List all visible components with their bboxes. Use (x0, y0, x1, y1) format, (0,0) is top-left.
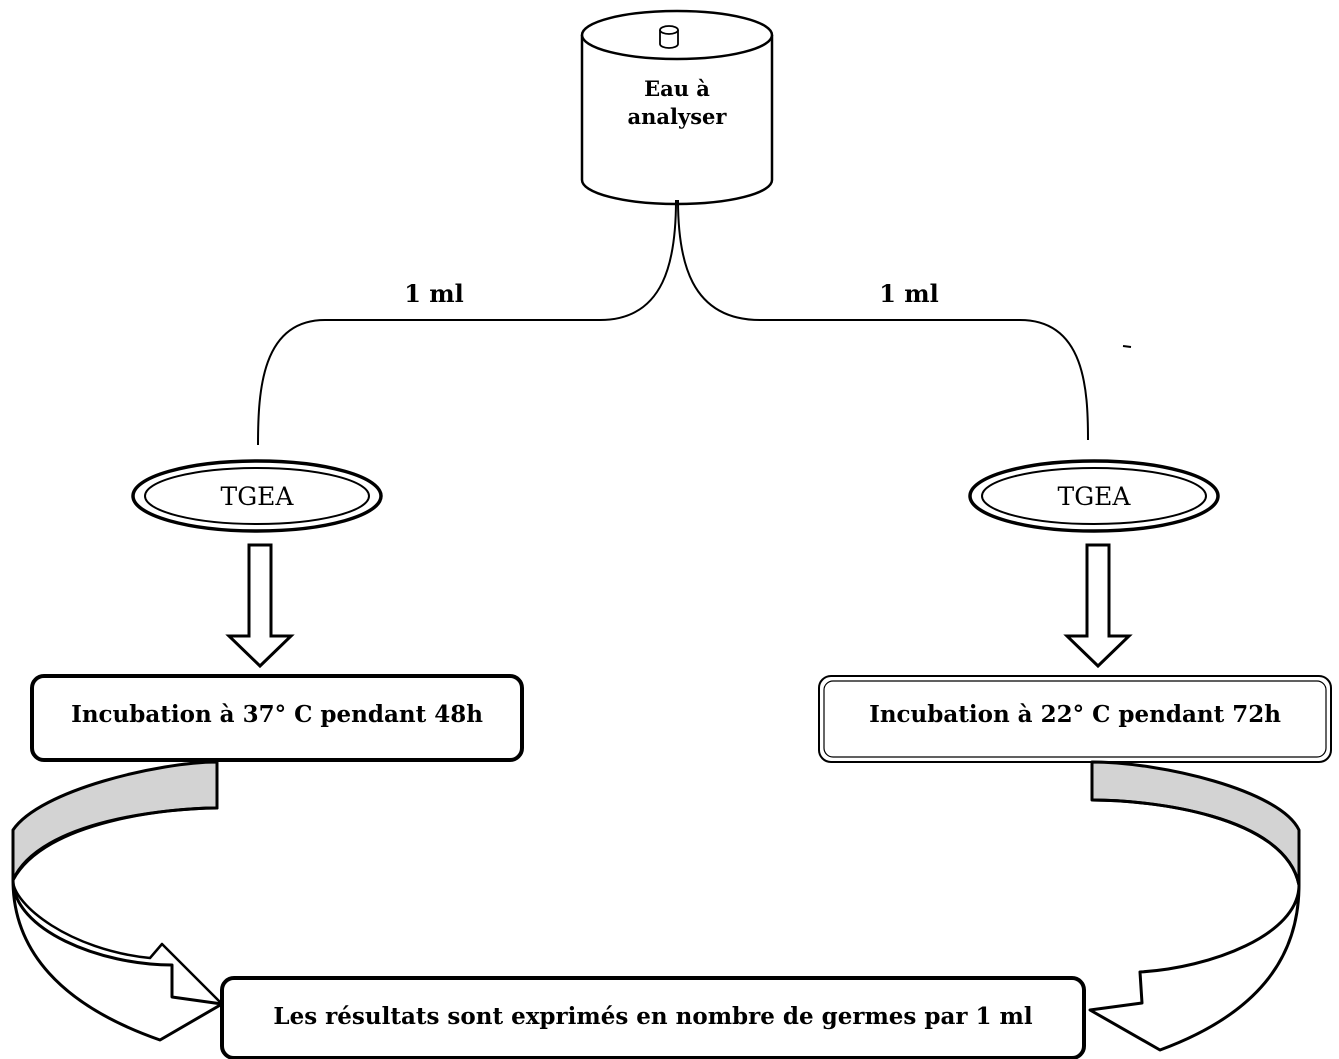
left-branch-line (257, 199, 677, 446)
right-branch-line (677, 199, 1089, 441)
left-down-arrow-icon (225, 543, 295, 669)
right-volume-label: 1 ml (879, 279, 939, 308)
left-incubation-text: Incubation à 37° C pendant 48h (71, 701, 483, 728)
right-curved-arrow-icon (1088, 760, 1301, 1052)
result-text: Les résultats sont exprimés en nombre de… (273, 1003, 1032, 1030)
right-down-arrow-icon (1063, 543, 1133, 669)
container-cap-icon (659, 25, 679, 49)
container-label-line1: Eau à (644, 76, 710, 101)
container-label-line2: analyser (628, 104, 728, 129)
result-box: Les résultats sont exprimés en nombre de… (220, 976, 1086, 1059)
left-incubation-box: Incubation à 37° C pendant 48h (30, 674, 524, 762)
left-curved-arrow-icon (11, 760, 224, 1042)
right-incubation-box: Incubation à 22° C pendant 72h (818, 675, 1332, 763)
right-tgea-plate: TGEA (968, 459, 1220, 533)
left-tgea-plate: TGEA (131, 459, 383, 533)
left-volume-label: 1 ml (404, 279, 464, 308)
water-sample-container: Eau à analyser (580, 9, 774, 206)
left-tgea-label: TGEA (221, 482, 295, 511)
branch-lines (257, 199, 1089, 446)
stray-mark (1122, 345, 1132, 348)
right-incubation-text: Incubation à 22° C pendant 72h (869, 701, 1281, 728)
right-tgea-label: TGEA (1058, 482, 1132, 511)
